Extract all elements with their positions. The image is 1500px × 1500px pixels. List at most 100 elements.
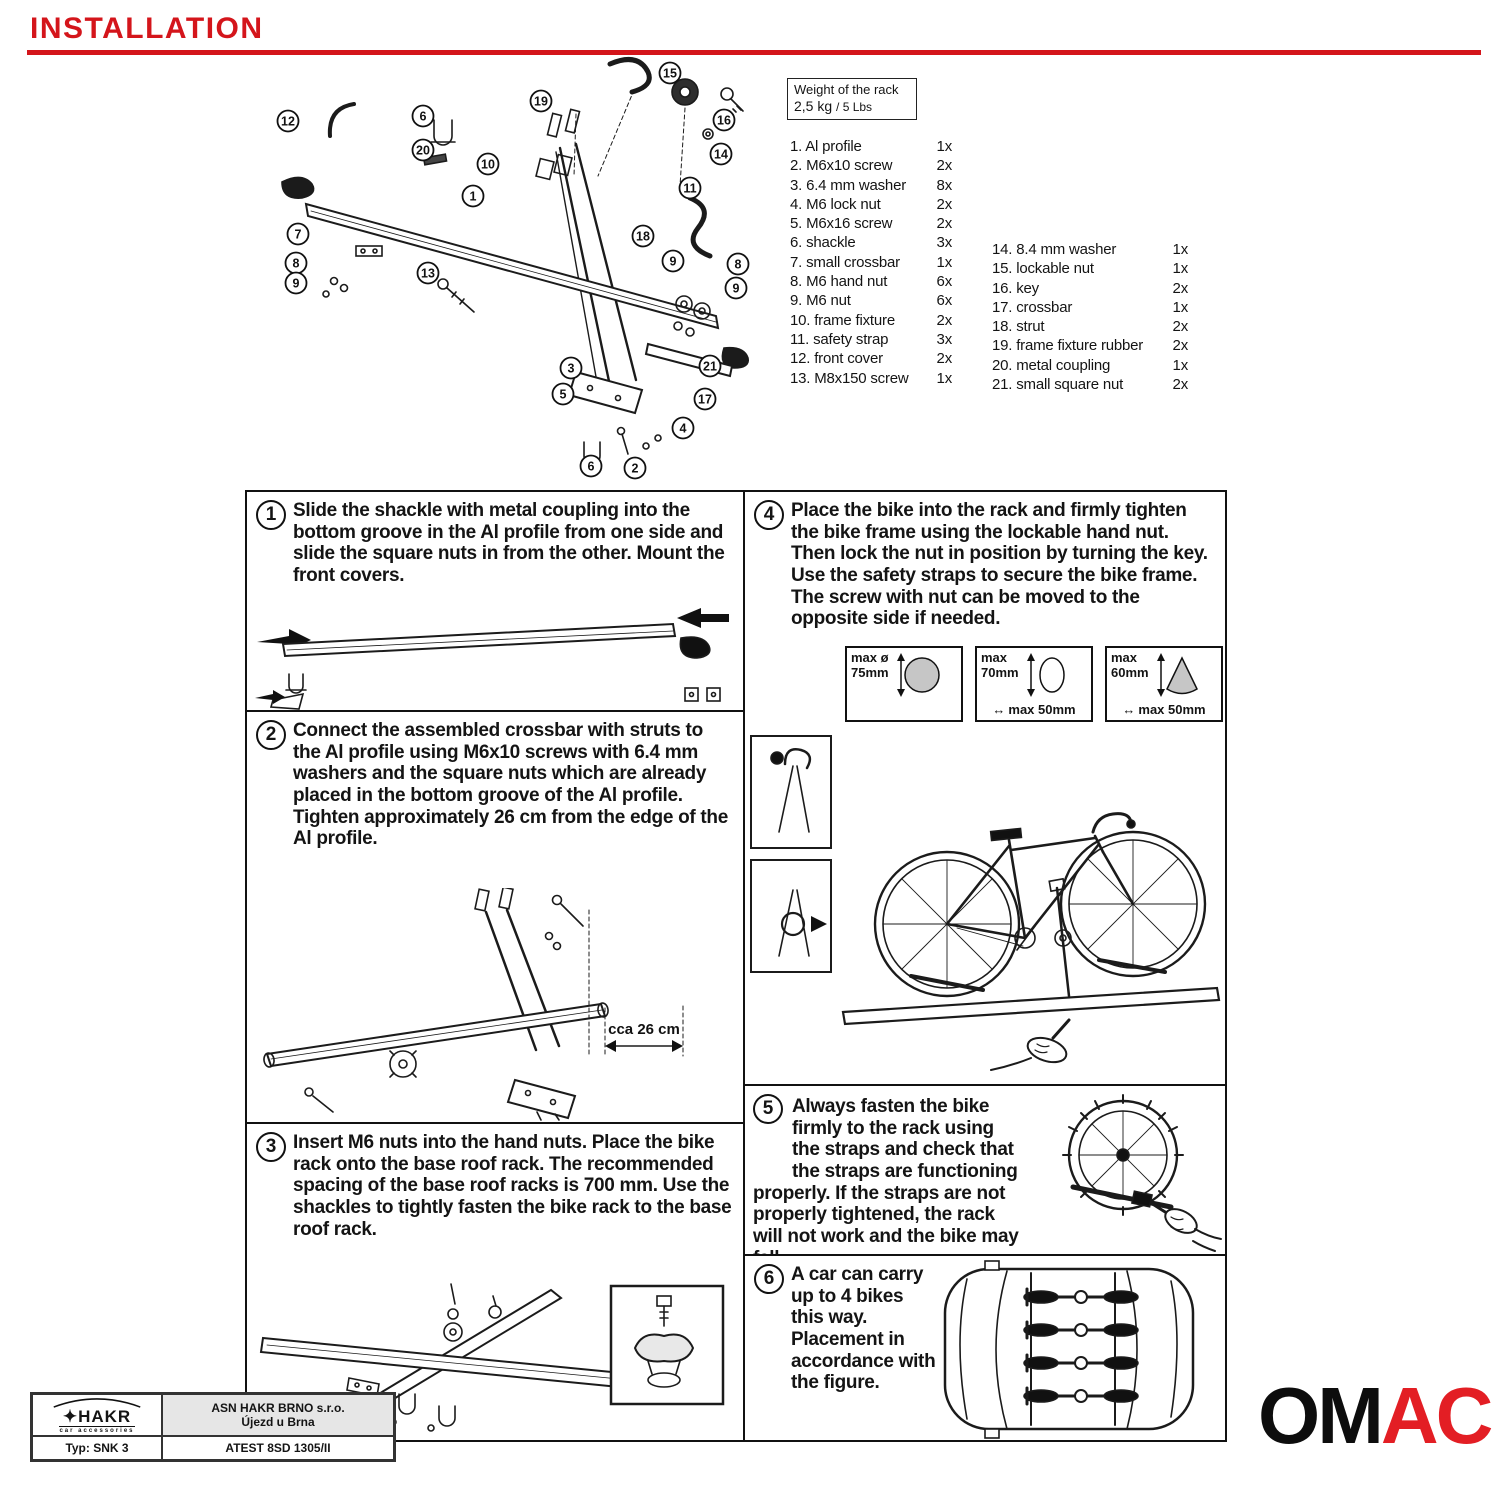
part-callout: 16 xyxy=(712,108,736,132)
omac-logo-black: OM xyxy=(1258,1371,1384,1460)
part-callout: 2 xyxy=(623,456,647,480)
part-qty: 8x xyxy=(936,176,953,194)
part-qty: 1x xyxy=(936,253,953,271)
part-qty: 2x xyxy=(1172,279,1189,297)
svg-text:16: 16 xyxy=(717,114,731,128)
part-qty: 2x xyxy=(1172,376,1189,394)
part-name: 6. shackle xyxy=(790,234,856,252)
step-1-diagram xyxy=(255,608,729,710)
step-2-diagram: cca 26 cm xyxy=(263,888,684,1121)
part-callout: 7 xyxy=(286,222,310,246)
part-callout: 10 xyxy=(476,152,500,176)
horizontal-arrow-glyph: ↔ xyxy=(1122,702,1136,717)
weight-lbs: / 5 Lbs xyxy=(836,100,873,115)
part-name: 15. lockable nut xyxy=(992,260,1094,278)
limit-size: 75mm xyxy=(851,664,889,680)
part-callout: 9 xyxy=(661,249,685,273)
part-callout: 1 xyxy=(461,184,485,208)
part-callout: 5 xyxy=(551,382,575,406)
part-callout: 3 xyxy=(559,356,583,380)
part-callout: 19 xyxy=(529,89,553,113)
limit-label: max xyxy=(1111,650,1138,665)
part-name: 16. key xyxy=(992,279,1039,297)
step-2-panel: 2 Connect the assembled crossbar with st… xyxy=(245,710,745,1124)
svg-text:10: 10 xyxy=(481,158,495,172)
svg-text:12: 12 xyxy=(281,115,295,129)
limit-label: max ø xyxy=(851,650,889,665)
svg-text:9: 9 xyxy=(733,282,740,296)
hakr-logo: ✦HAKR car accessories xyxy=(32,1394,162,1436)
part-qty: 6x xyxy=(936,273,953,291)
frame-size-limits: max ø 75mm max 70mm xyxy=(845,646,1223,722)
part-name: 8. M6 hand nut xyxy=(790,273,888,291)
part-name: 1. Al profile xyxy=(790,138,862,155)
fixture-inset-1 xyxy=(750,735,832,849)
dimension-label: cca 26 cm xyxy=(608,1021,680,1038)
step-6-text: A car can carry up to 4 bikes this way. … xyxy=(791,1264,936,1394)
svg-text:9: 9 xyxy=(670,255,677,269)
part-qty: 1x xyxy=(1172,356,1189,374)
part-qty: 3x xyxy=(936,234,953,252)
type-cell: Typ: SNK 3 xyxy=(32,1436,162,1460)
step-3-text: Insert M6 nuts into the hand nuts. Place… xyxy=(293,1132,732,1240)
svg-text:21: 21 xyxy=(703,360,717,374)
page-title: INSTALLATION xyxy=(30,12,264,45)
company-city: Újezd u Brna xyxy=(241,1415,315,1429)
svg-text:6: 6 xyxy=(420,110,427,124)
front-cover-shape xyxy=(679,636,711,659)
limit-bottom-label: ↔max 50mm xyxy=(992,702,1076,717)
shackle-shape xyxy=(288,673,304,694)
limit-box-oval-tube: max 70mm ↔max 50mm xyxy=(975,646,1093,722)
step-5-panel: 5 Always fasten the bike firmly to the r… xyxy=(743,1084,1227,1269)
part-row: 11. safety strap 3x xyxy=(790,330,952,349)
part-callout: 20 xyxy=(411,138,435,162)
step-2-text: Connect the assembled crossbar with stru… xyxy=(293,720,729,850)
part-qty: 2x xyxy=(936,157,953,175)
part-name: 11. safety strap xyxy=(790,330,889,348)
omac-logo: OMAC xyxy=(1258,1376,1493,1456)
part-qty: 1x xyxy=(1172,260,1189,278)
manufacturer-table: ✦HAKR car accessories ASN HAKR BRNO s.r.… xyxy=(30,1392,396,1462)
step-1-panel: 1 Slide the shackle with metal coupling … xyxy=(245,490,745,712)
part-callout: 6 xyxy=(411,104,435,128)
step-4-diagram xyxy=(750,735,1221,1071)
part-row: 16. key 2x xyxy=(992,279,1188,298)
hakr-logo-subtext: car accessories xyxy=(59,1425,135,1434)
part-qty: 1x xyxy=(936,369,953,387)
limit-label: max xyxy=(981,650,1008,665)
limit-box-round-tube: max ø 75mm xyxy=(845,646,963,722)
part-qty: 2x xyxy=(936,195,953,213)
part-name: 5. M6x16 screw xyxy=(790,215,893,233)
step-3-number: 3 xyxy=(256,1132,286,1162)
part-callout: 15 xyxy=(658,61,682,85)
hakr-logo-text: HAKR xyxy=(78,1406,132,1426)
svg-text:19: 19 xyxy=(534,95,548,109)
part-qty: 3x xyxy=(936,330,953,348)
part-name: 14. 8.4 mm washer xyxy=(992,241,1117,258)
limit-bottom-label: ↔max 50mm xyxy=(1122,702,1206,717)
part-row: 15. lockable nut 1x xyxy=(992,259,1188,278)
svg-text:7: 7 xyxy=(295,228,302,242)
car-roof-arc-icon xyxy=(53,1398,141,1408)
part-name: 10. frame fixture xyxy=(790,311,895,329)
svg-text:18: 18 xyxy=(636,230,650,244)
part-name: 18. strut xyxy=(992,318,1045,336)
small-arrow-icon xyxy=(255,690,285,704)
part-row: 13. M8x150 screw 1x xyxy=(790,369,952,388)
part-name: 13. M8x150 screw xyxy=(790,369,909,387)
company-cell: ASN HAKR BRNO s.r.o. Újezd u Brna xyxy=(162,1394,394,1436)
part-callout: 14 xyxy=(709,142,733,166)
